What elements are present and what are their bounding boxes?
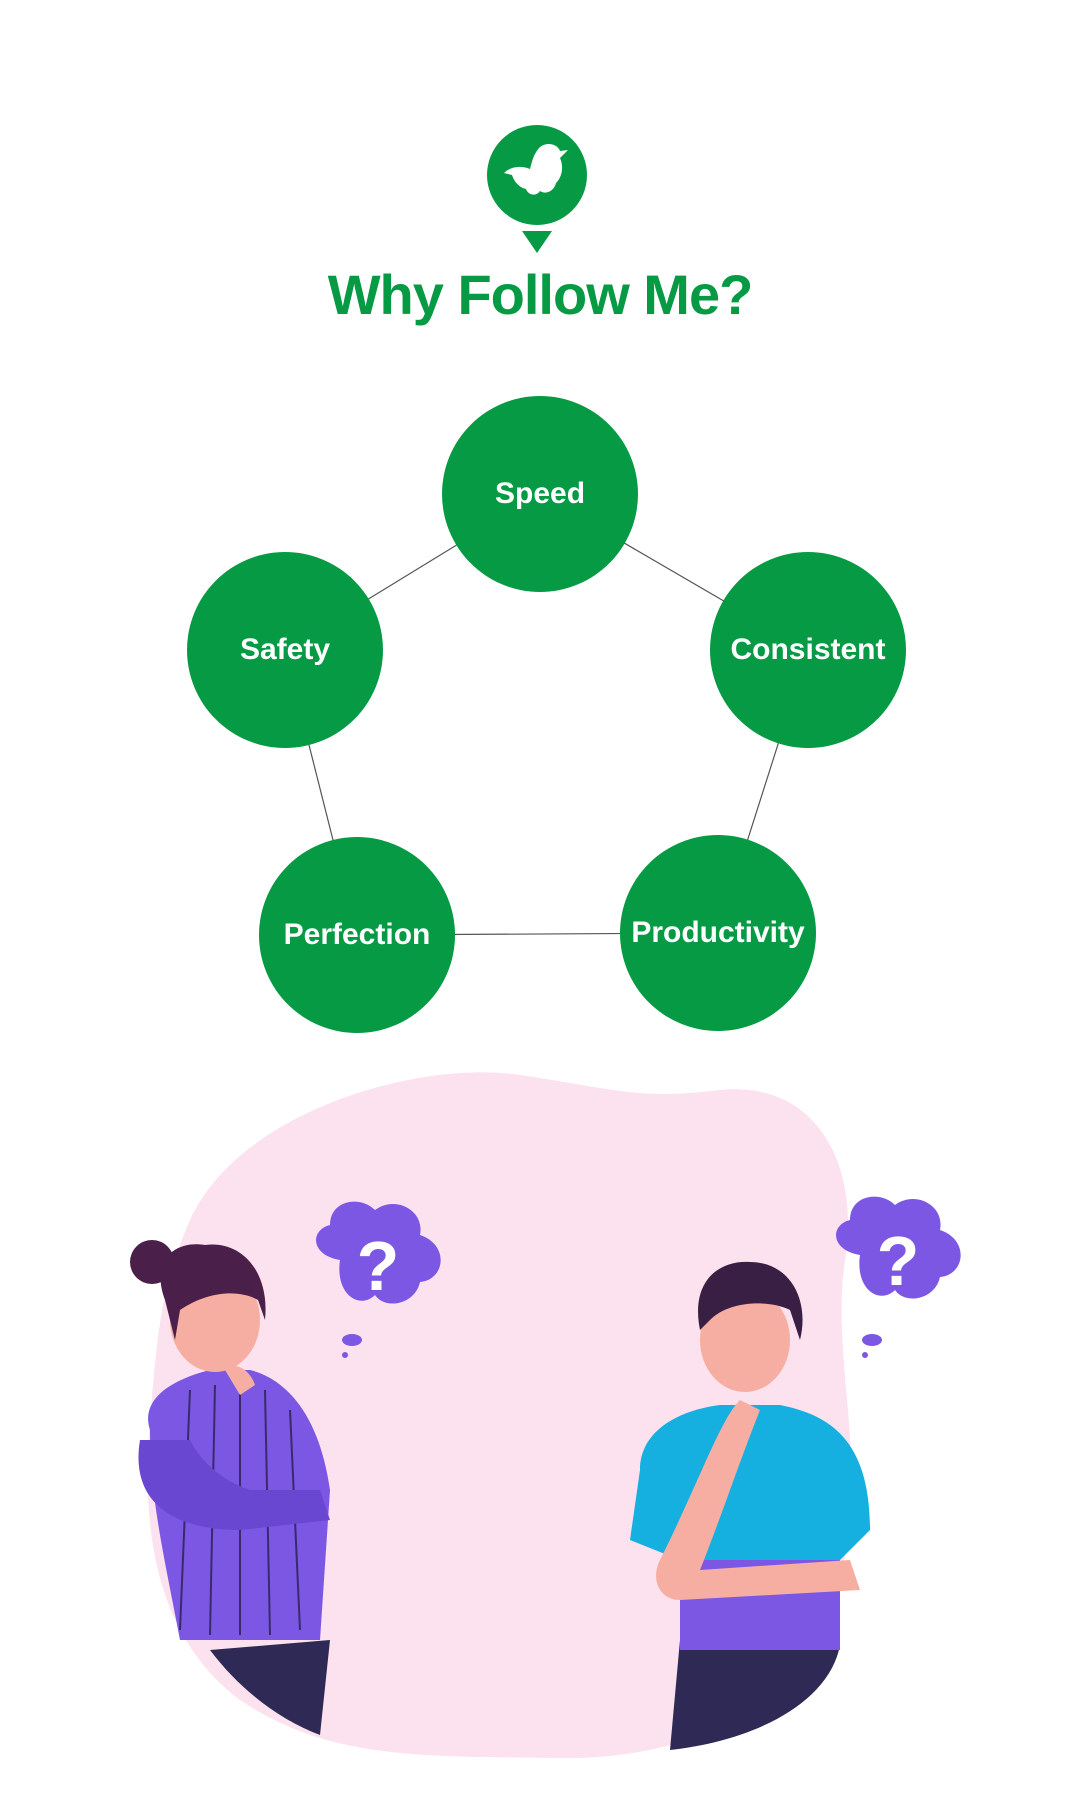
node-label: Productivity xyxy=(631,916,805,949)
node-label: Speed xyxy=(494,477,586,510)
node-consistent: Consistent xyxy=(710,552,906,748)
node-label: Safety xyxy=(239,633,331,666)
page-title: Why Follow Me? xyxy=(327,263,754,326)
node-productivity: Productivity xyxy=(620,835,816,1031)
node-perfection: Perfection xyxy=(259,837,455,1033)
thinking-people-illustration: ? ? xyxy=(130,1072,961,1759)
woman-figure xyxy=(130,1240,330,1735)
man-figure xyxy=(630,1261,870,1750)
question-bubble-icon: ? xyxy=(316,1201,441,1358)
node-label: Perfection xyxy=(283,918,431,951)
duck-location-pin-icon xyxy=(487,125,587,253)
node-speed: Speed xyxy=(442,396,638,592)
node-label: Consistent xyxy=(730,633,886,666)
question-bubble-icon: ? xyxy=(836,1196,961,1358)
svg-text:?: ? xyxy=(357,1227,400,1305)
svg-text:?: ? xyxy=(877,1222,920,1300)
node-safety: Safety xyxy=(187,552,383,748)
